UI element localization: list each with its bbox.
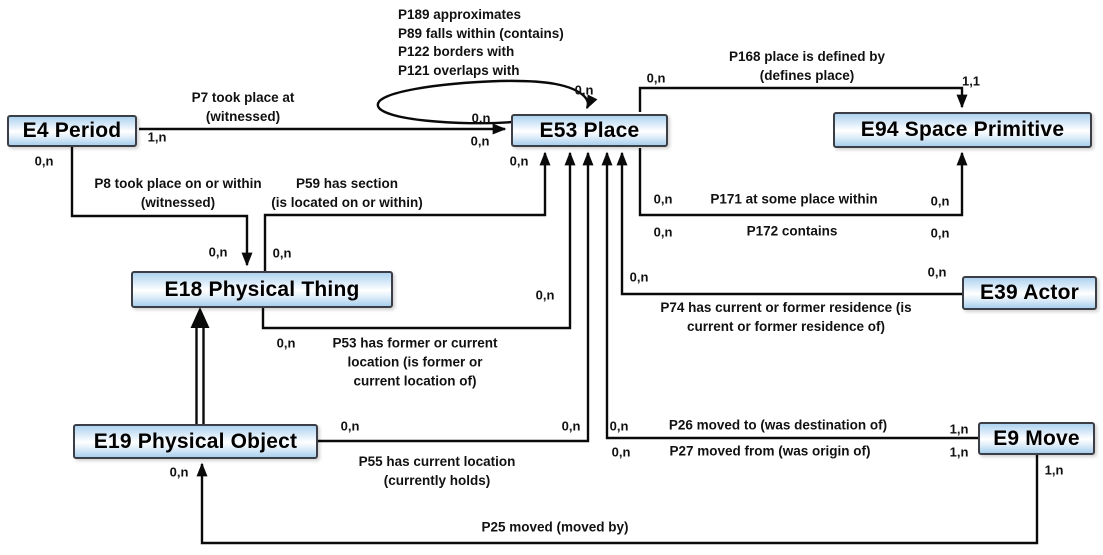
edge-p53 [261, 151, 576, 330]
card-p25-e19: 0,n [169, 464, 189, 480]
entity-e53-label: E53 Place [539, 118, 640, 142]
label-p53: P53 has former or current location (is f… [332, 335, 498, 389]
card-p168-e94: 1,1 [961, 73, 981, 89]
entity-e19-label: E19 Physical Object [93, 429, 298, 453]
card-p59-e18: 0,n [272, 245, 292, 261]
edge-p55 [318, 151, 594, 443]
label-p8: P8 took place on or within (witnessed) [94, 176, 262, 210]
label-p26: P26 moved to (was destination of) [668, 417, 888, 433]
label-self-loop-properties: P189 approximates P89 falls within (cont… [398, 7, 564, 78]
entity-e4-label: E4 Period [22, 119, 122, 142]
entity-e9-label: E9 Move [993, 426, 1080, 450]
card-p26-e53: 0,n [609, 418, 629, 434]
card-loop-tail: 0,n [471, 110, 491, 126]
card-p53-e18: 0,n [276, 335, 296, 351]
card-p171-e94: 0,n [930, 193, 950, 209]
edge-p26-p27 [601, 151, 978, 440]
card-p27-e53: 0,n [611, 444, 631, 460]
label-p74: P74 has current or former residence (is … [660, 300, 912, 334]
card-p7-e53: 0,n [470, 133, 490, 149]
label-p55: P55 has current location (currently hold… [358, 454, 516, 488]
card-p53-e53: 0,n [535, 287, 555, 303]
card-p172-e94: 0,n [930, 225, 950, 241]
edge-p25 [196, 455, 1039, 545]
card-p55-e53: 0,n [561, 418, 581, 434]
card-p26-e9: 1,n [949, 421, 969, 437]
card-p171-e53: 0,n [653, 191, 673, 207]
entity-e94-space-primitive: E94 Space Primitive [833, 112, 1092, 148]
label-p168: P168 place is defined by (defines place) [728, 49, 886, 83]
card-p59-e53: 0,n [509, 153, 529, 169]
entity-e19-physical-object: E19 Physical Object [73, 424, 318, 459]
card-p7-e4: 1,n [147, 129, 167, 145]
label-p171: P171 at some place within [710, 191, 878, 207]
label-p7: P7 took place at (witnessed) [191, 90, 295, 124]
card-p168-e53: 0,n [646, 70, 666, 86]
entity-e94-label: E94 Space Primitive [860, 118, 1065, 141]
entity-e18-physical-thing: E18 Physical Thing [131, 271, 393, 308]
edge-p59 [263, 151, 551, 271]
entity-e9-move: E9 Move [978, 422, 1095, 455]
entity-e18-label: E18 Physical Thing [164, 277, 360, 301]
card-p8-e18: 0,n [208, 244, 228, 260]
label-p59: P59 has section (is located on or within… [271, 176, 423, 210]
card-p74-e53: 0,n [629, 269, 649, 285]
card-p55-e19: 0,n [340, 418, 360, 434]
card-p74-e39: 0,n [927, 264, 947, 280]
card-p27-e9: 1,n [949, 444, 969, 460]
entity-e39-actor: E39 Actor [962, 276, 1097, 310]
label-p27: P27 moved from (was origin of) [669, 443, 871, 459]
label-p172: P172 contains [746, 223, 838, 239]
subclass-arrowhead [190, 307, 210, 328]
edge-p168 [638, 86, 968, 112]
edge-self-loop [376, 79, 598, 125]
card-p25-e9: 1,n [1044, 462, 1064, 478]
edge-p8 [70, 147, 253, 267]
edge-p171-p172 [638, 148, 968, 217]
edge-p74 [616, 151, 962, 296]
card-p8-e4: 0,n [34, 153, 54, 169]
entity-e39-label: E39 Actor [979, 281, 1080, 304]
entity-e4-period: E4 Period [7, 115, 137, 147]
card-p172-e53: 0,n [653, 224, 673, 240]
card-loop-head: 0,n [574, 82, 594, 98]
label-p25: P25 moved (moved by) [481, 519, 629, 535]
entity-e53-place: E53 Place [511, 114, 668, 147]
